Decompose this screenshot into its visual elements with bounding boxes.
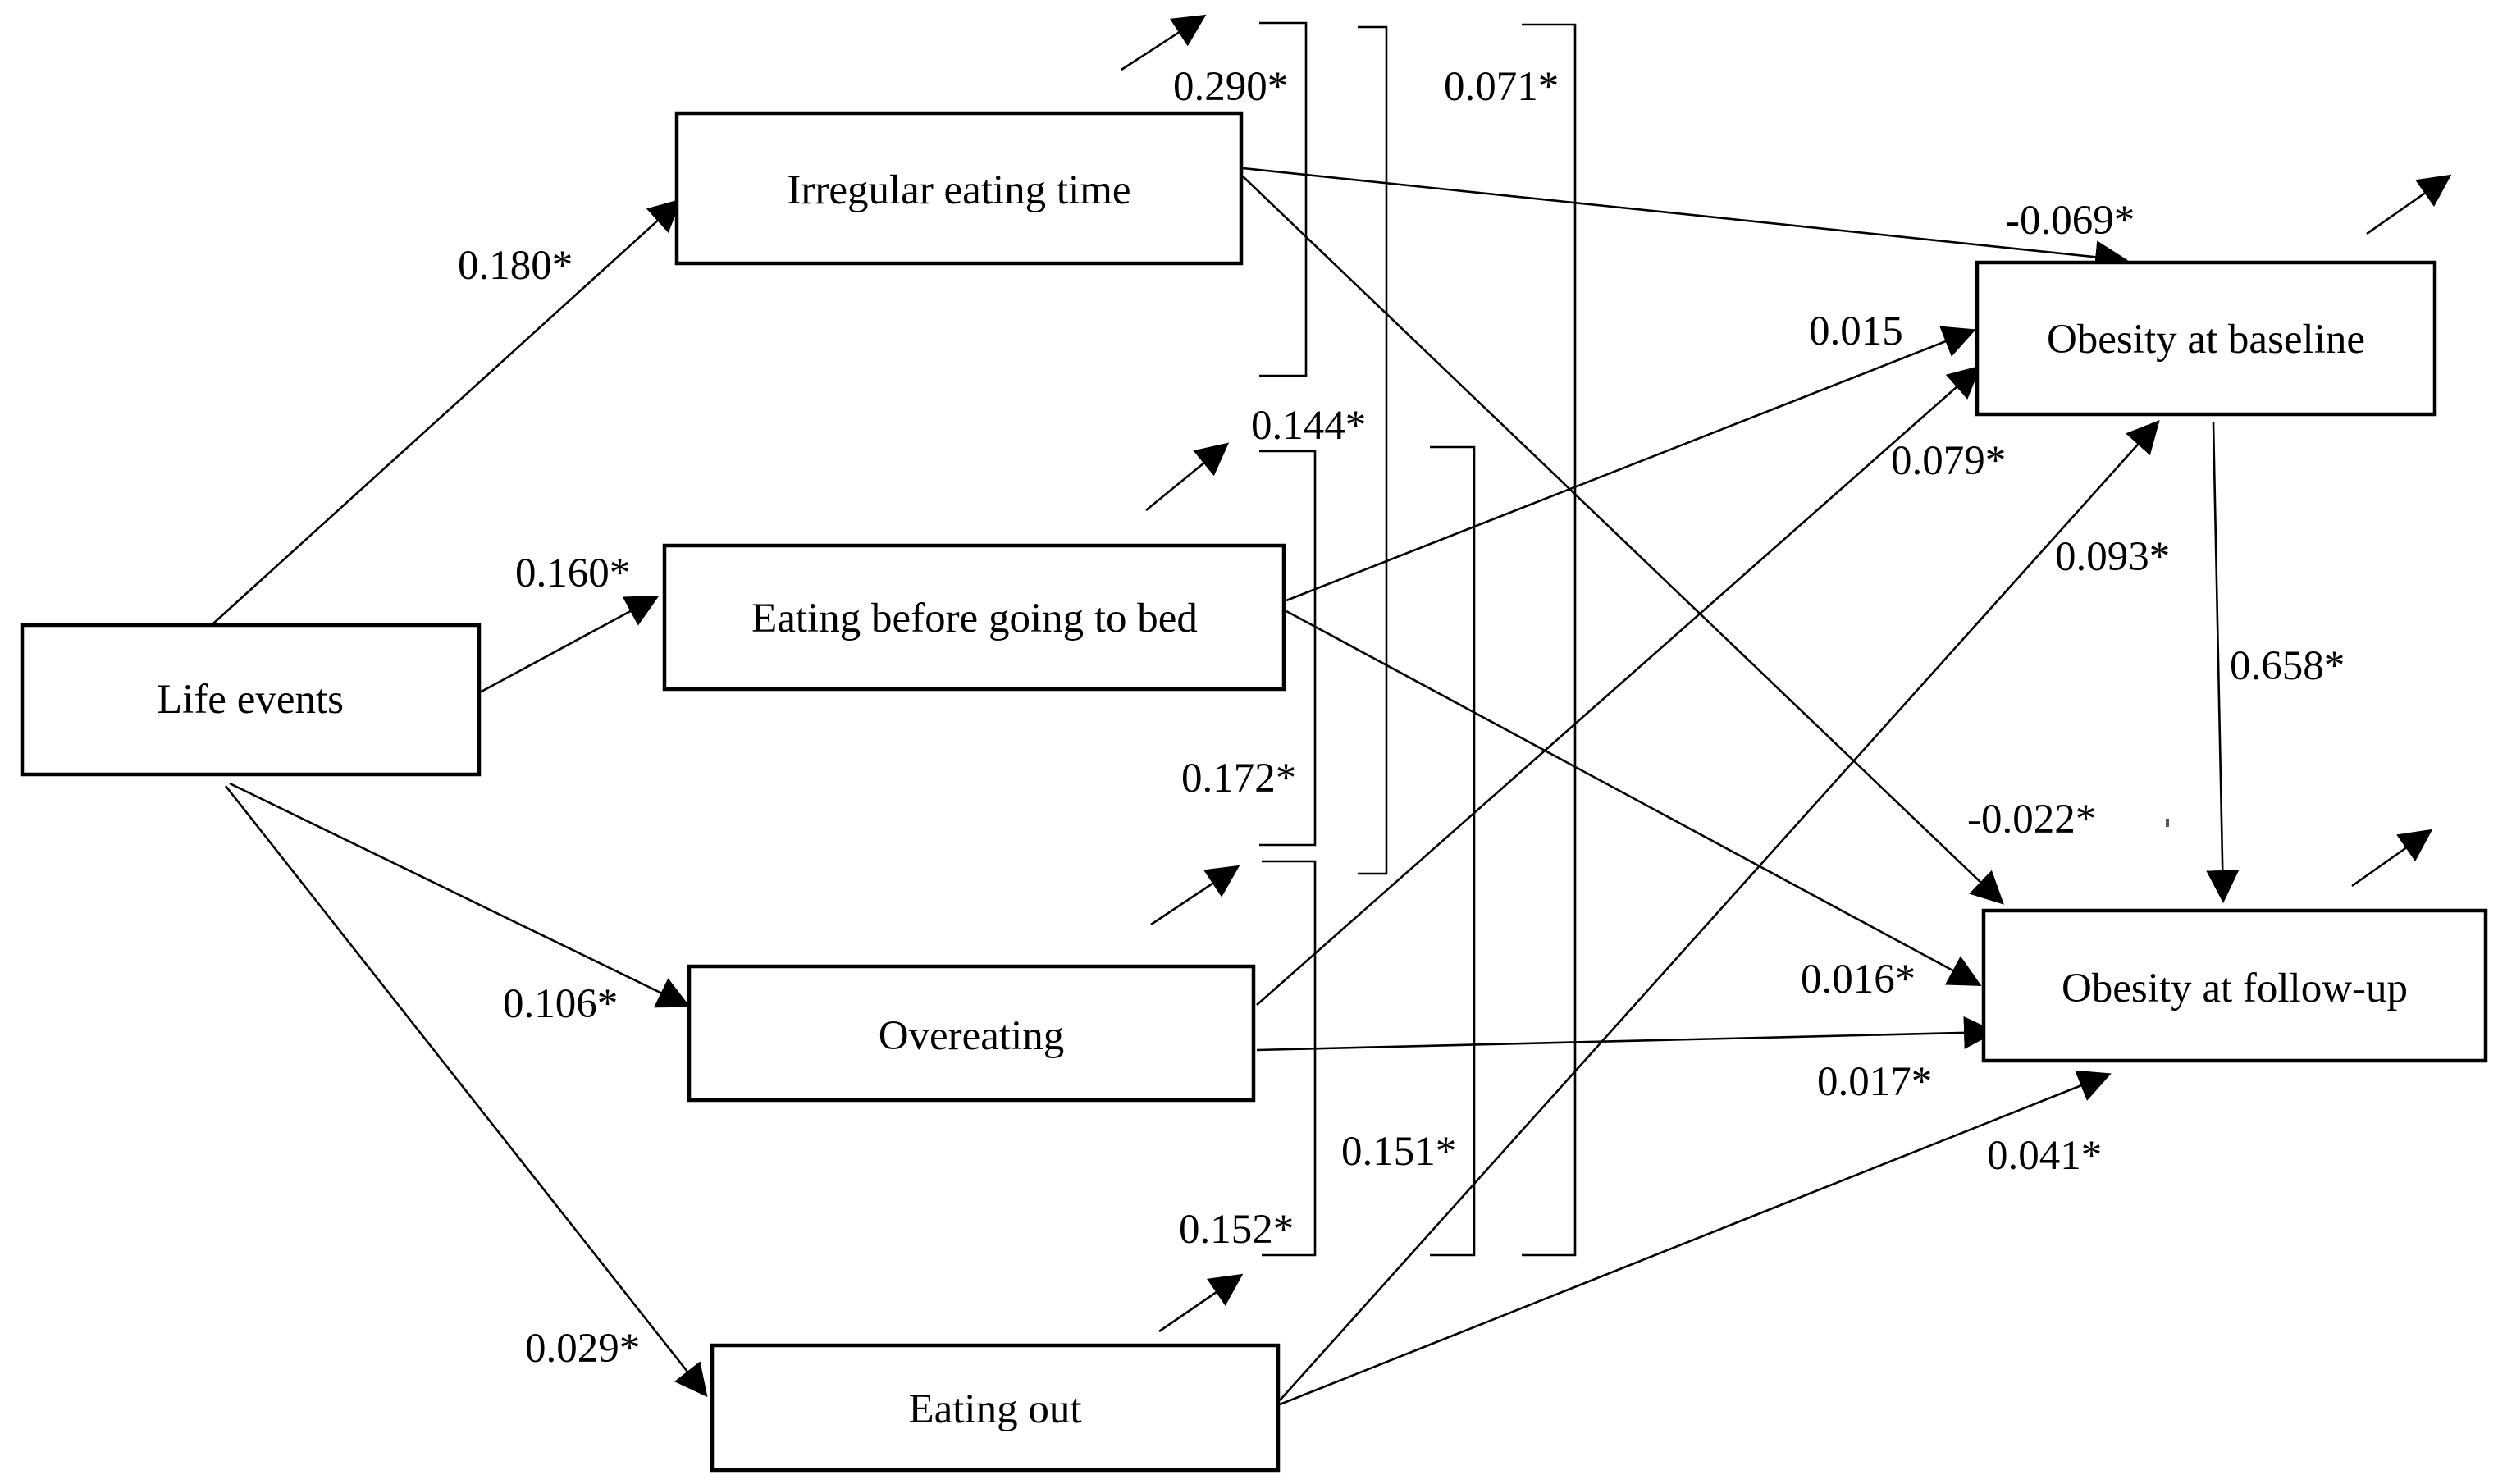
coef-overeating-to-baseline: 0.079* xyxy=(1891,438,2006,484)
coef-before-bed-to-followup: 0.016* xyxy=(1801,957,1916,1002)
node-obesity-followup-label: Obesity at follow-up xyxy=(2062,966,2408,1011)
coef-eating-out-to-followup: 0.041* xyxy=(1987,1133,2102,1179)
node-overeating: Overeating xyxy=(687,964,1256,1103)
node-life-events-label: Life events xyxy=(157,677,344,723)
bracket-overeating-eating-out xyxy=(1262,860,1317,1257)
node-eating-before-bed: Eating before going to bed xyxy=(662,543,1286,692)
path-overeating-to-followup xyxy=(1256,1016,1997,1052)
error-arrow-overeating xyxy=(1150,865,1240,926)
coef-baseline-to-followup: 0.658* xyxy=(2230,643,2345,689)
coef-before-bed-to-baseline: 0.015 xyxy=(1809,308,1903,354)
path-eating-out-to-baseline xyxy=(1279,420,2160,1401)
path-before-bed-to-baseline xyxy=(1286,326,1976,602)
path-baseline-to-followup xyxy=(2206,422,2240,903)
corr-irregular-eating-out: 0.071* xyxy=(1444,64,1559,110)
bracket-irregular-overeating xyxy=(1358,25,1388,875)
corr-irregular-overeating: 0.144* xyxy=(1251,403,1366,449)
node-irregular-eating-time: Irregular eating time xyxy=(674,111,1244,266)
node-obesity-baseline-label: Obesity at baseline xyxy=(2047,317,2365,363)
corr-irregular-before-bed: 0.290* xyxy=(1173,64,1288,110)
path-irregular-to-followup xyxy=(1242,176,2004,905)
coef-life-to-irregular: 0.180* xyxy=(458,243,573,289)
path-life-to-before-bed xyxy=(477,596,660,695)
bracket-irregular-before-bed xyxy=(1259,21,1308,377)
path-before-bed-to-followup xyxy=(1286,610,1982,986)
node-eating-before-bed-label: Eating before going to bed xyxy=(751,596,1198,642)
coef-eating-out-to-baseline: 0.093* xyxy=(2055,534,2170,580)
node-obesity-followup: Obesity at follow-up xyxy=(1981,908,2488,1063)
node-irregular-eating-time-label: Irregular eating time xyxy=(787,167,1130,213)
path-overeating-to-baseline xyxy=(1256,365,1981,1006)
node-eating-out-label: Eating out xyxy=(908,1386,1081,1432)
stray-mark xyxy=(2166,819,2169,827)
bracket-before-bed-eating-out xyxy=(1430,445,1476,1257)
node-life-events: Life events xyxy=(20,623,482,777)
error-arrow-baseline xyxy=(2366,174,2452,235)
bracket-before-bed-overeating xyxy=(1259,450,1317,847)
path-eating-out-to-followup xyxy=(1279,1070,2112,1406)
bracket-irregular-eating-out xyxy=(1522,23,1577,1257)
corr-before-bed-overeating: 0.172* xyxy=(1181,756,1296,801)
path-life-to-eating-out xyxy=(224,785,708,1398)
coef-life-to-eating-out: 0.029* xyxy=(525,1326,640,1372)
coef-life-to-before-bed: 0.160* xyxy=(515,550,630,596)
coef-life-to-overeating: 0.106* xyxy=(503,981,618,1027)
coef-irregular-to-baseline: -0.069* xyxy=(2006,198,2135,244)
error-arrow-eating-out xyxy=(1158,1273,1244,1333)
error-arrow-irregular xyxy=(1121,14,1207,71)
node-overeating-label: Overeating xyxy=(879,1013,1065,1059)
error-arrow-before-bed xyxy=(1145,442,1230,512)
corr-before-bed-eating-out: 0.151* xyxy=(1341,1129,1456,1175)
path-irregular-to-baseline xyxy=(1242,167,2128,274)
path-life-to-irregular xyxy=(212,199,682,624)
node-eating-out: Eating out xyxy=(710,1343,1281,1473)
corr-overeating-eating-out: 0.152* xyxy=(1179,1207,1294,1253)
node-obesity-baseline: Obesity at baseline xyxy=(1975,260,2437,417)
path-life-to-overeating xyxy=(229,782,691,1008)
coef-irregular-to-followup: -0.022* xyxy=(1967,797,2096,842)
coef-overeating-to-followup: 0.017* xyxy=(1817,1059,1932,1105)
error-arrow-followup xyxy=(2351,829,2433,888)
